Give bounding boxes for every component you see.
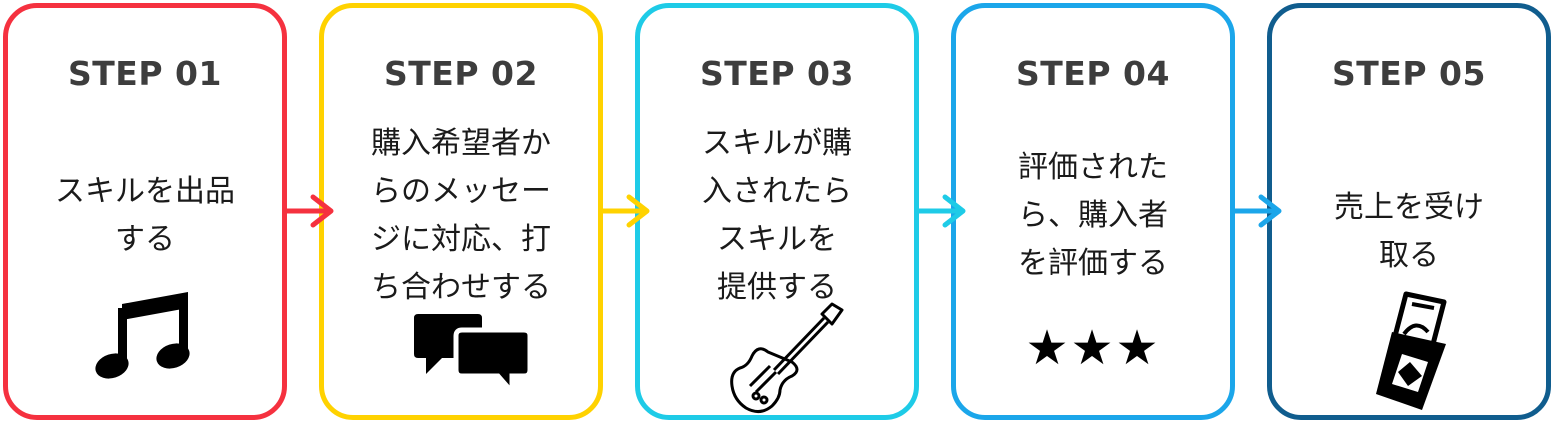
step-card-04: STEP 04 評価された ら、購入者 を評価する ★★★	[951, 3, 1235, 420]
step-description: 売上を受け 取る	[1334, 190, 1484, 273]
step-title: STEP 05	[1332, 54, 1486, 93]
step-title: STEP 03	[700, 54, 854, 93]
step-card-02: STEP 02 購入希望者か らのメッセー ジに対応、打 ち合わせする	[319, 3, 603, 420]
three-stars-icon: ★★★	[1025, 320, 1161, 376]
step-title: STEP 02	[384, 54, 538, 93]
money-receive-icon	[1376, 291, 1447, 410]
step-description: スキルを出品 する	[55, 174, 235, 257]
arrow-right-icon	[601, 194, 650, 228]
chat-bubbles-icon	[414, 314, 532, 396]
step-description: 評価された ら、購入者 を評価する	[1018, 150, 1168, 281]
step-card-01: STEP 01 スキルを出品 する	[3, 3, 287, 420]
step-card-05: STEP 05 売上を受け 取る	[1267, 3, 1551, 420]
arrow-right-icon	[285, 194, 334, 228]
step-description: スキルが購 入されたら スキルを 提供する	[702, 126, 852, 305]
step-title: STEP 04	[1016, 54, 1170, 93]
arrow-right-icon	[1233, 194, 1282, 228]
arrow-right-icon	[917, 194, 966, 228]
step-card-03: STEP 03 スキルが購 入されたら スキルを 提供する	[635, 3, 919, 420]
music-note-icon	[95, 292, 190, 379]
guitar-icon	[730, 302, 844, 413]
step-description: 購入希望者か らのメッセー ジに対応、打 ち合わせする	[371, 126, 551, 305]
step-title: STEP 01	[68, 54, 222, 93]
